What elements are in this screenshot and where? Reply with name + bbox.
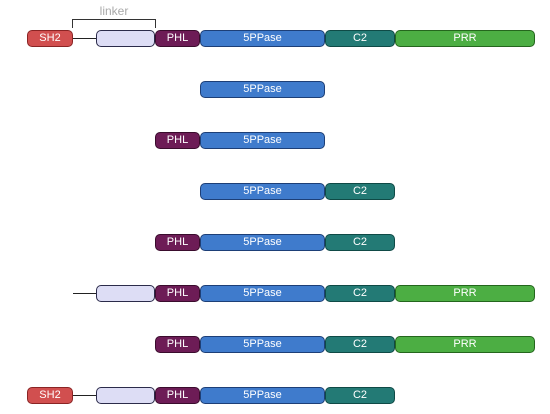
phl-domain: PHL — [155, 132, 200, 149]
connector-line — [73, 395, 96, 396]
construct-row-no-sh2: PHL 5PPase C2 PRR — [0, 285, 550, 302]
phl-domain: PHL — [155, 285, 200, 302]
construct-row-no-prr: SH2 PHL 5PPase C2 — [0, 387, 550, 404]
phl-domain: PHL — [155, 30, 200, 47]
linker-domain — [96, 30, 155, 47]
c2-domain: C2 — [325, 30, 395, 47]
phosphatase-domain: 5PPase — [200, 387, 325, 404]
phosphatase-domain: 5PPase — [200, 285, 325, 302]
phosphatase-domain: 5PPase — [200, 30, 325, 47]
c2-domain: C2 — [325, 285, 395, 302]
prr-domain: PRR — [395, 285, 535, 302]
phl-domain: PHL — [155, 336, 200, 353]
phosphatase-domain: 5PPase — [200, 183, 325, 200]
connector-line — [73, 293, 96, 294]
c2-domain: C2 — [325, 234, 395, 251]
construct-row-phl-5ppase-c2: PHL 5PPase C2 — [0, 234, 550, 251]
prr-domain: PRR — [395, 30, 535, 47]
construct-row-5ppase: 5PPase — [0, 81, 550, 98]
linker-domain — [96, 387, 155, 404]
c2-domain: C2 — [325, 336, 395, 353]
linker-domain — [96, 285, 155, 302]
phl-domain: PHL — [155, 234, 200, 251]
linker-bracket — [72, 19, 156, 28]
construct-row-5ppase-c2: 5PPase C2 — [0, 183, 550, 200]
phosphatase-domain: 5PPase — [200, 234, 325, 251]
prr-domain: PRR — [395, 336, 535, 353]
construct-row-phl-5ppase: PHL 5PPase — [0, 132, 550, 149]
sh2-domain: SH2 — [27, 387, 73, 404]
sh2-domain: SH2 — [27, 30, 73, 47]
c2-domain: C2 — [325, 387, 395, 404]
phosphatase-domain: 5PPase — [200, 336, 325, 353]
construct-row-full-length: SH2 PHL 5PPase C2 PRR — [0, 30, 550, 47]
phosphatase-domain: 5PPase — [200, 81, 325, 98]
phosphatase-domain: 5PPase — [200, 132, 325, 149]
construct-row-phl-to-prr: PHL 5PPase C2 PRR — [0, 336, 550, 353]
linker-label: linker — [99, 4, 129, 18]
connector-line — [73, 38, 96, 39]
c2-domain: C2 — [325, 183, 395, 200]
phl-domain: PHL — [155, 387, 200, 404]
